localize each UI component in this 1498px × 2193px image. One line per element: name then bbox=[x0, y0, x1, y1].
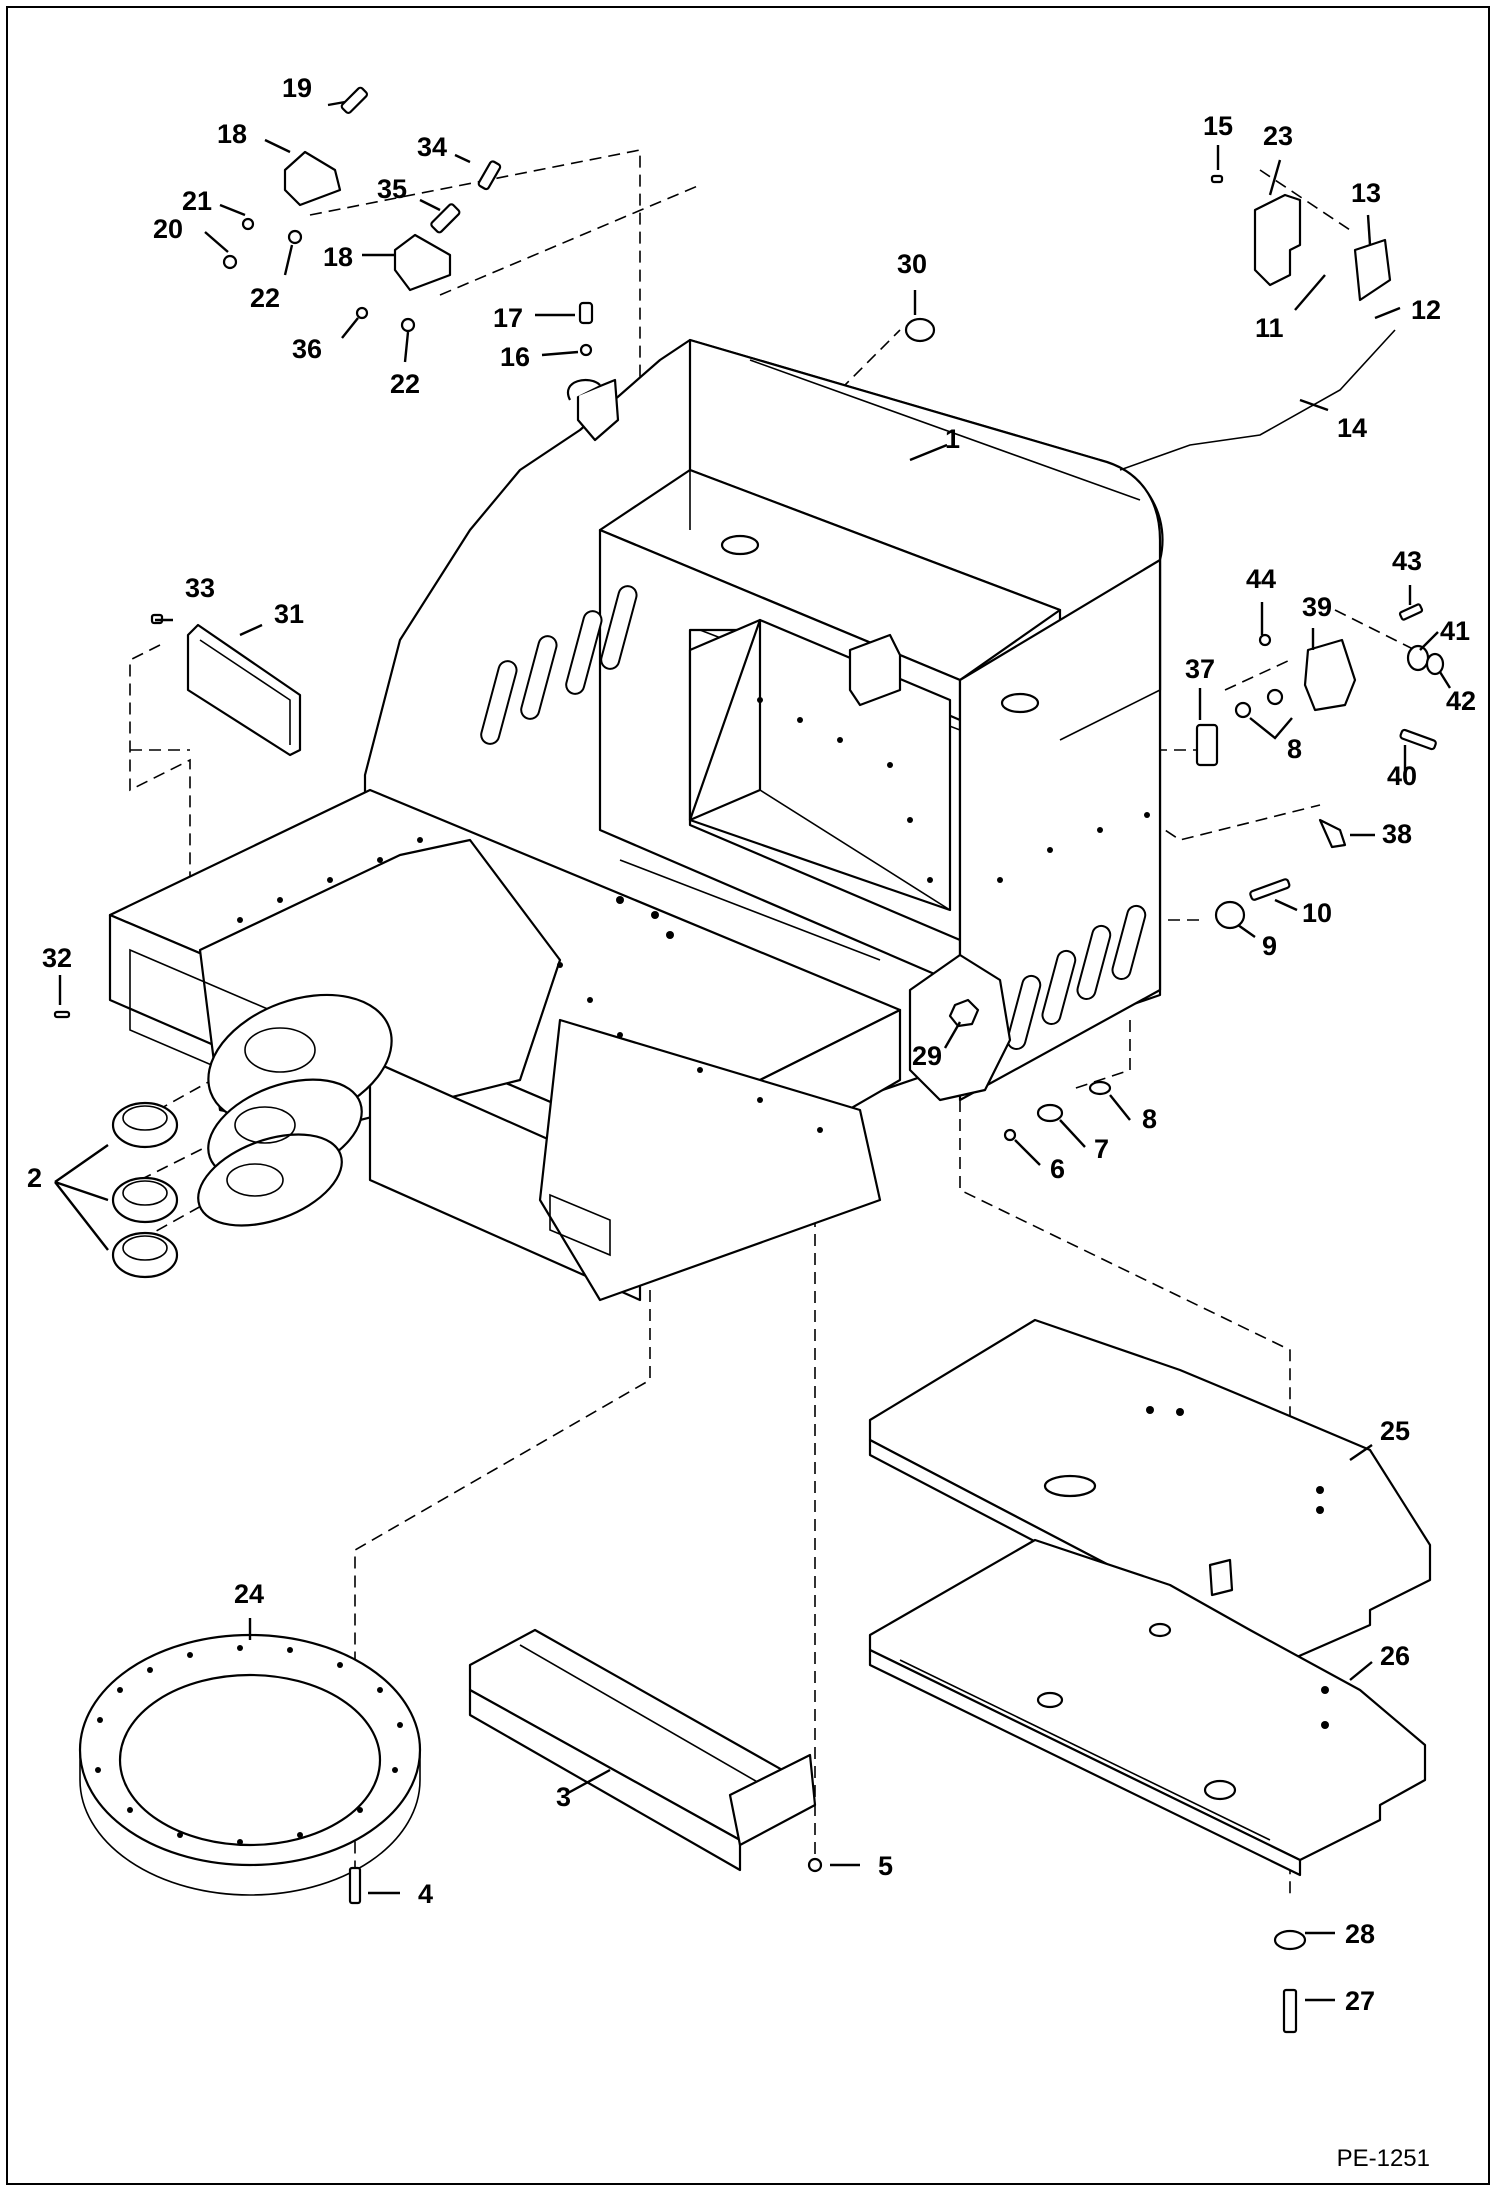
callout-8a: 8 bbox=[1287, 734, 1302, 764]
drawing-code: PE-1251 bbox=[1336, 2145, 1430, 2172]
callout-18: 18 bbox=[217, 119, 247, 149]
callout-34: 34 bbox=[417, 132, 447, 162]
callout-18b: 18 bbox=[323, 242, 353, 272]
belly-pans bbox=[868, 1318, 1432, 1877]
seal-rings bbox=[111, 1101, 179, 1279]
callout-30: 30 bbox=[897, 249, 927, 279]
callout-1: 1 bbox=[945, 424, 960, 454]
callout-31: 31 bbox=[274, 599, 304, 629]
callout-9: 9 bbox=[1262, 931, 1277, 961]
callout-36: 36 bbox=[292, 334, 322, 364]
callout-20: 20 bbox=[153, 214, 183, 244]
callout-3: 3 bbox=[556, 1782, 571, 1812]
callout-24: 24 bbox=[234, 1579, 264, 1609]
callout-35: 35 bbox=[377, 174, 407, 204]
callout-38: 38 bbox=[1382, 819, 1412, 849]
hardware-items bbox=[53, 86, 1445, 2034]
callout-7: 7 bbox=[1094, 1134, 1109, 1164]
callout-17: 17 bbox=[493, 303, 523, 333]
callout-22: 22 bbox=[250, 283, 280, 313]
callout-33: 33 bbox=[185, 573, 215, 603]
callout-41: 41 bbox=[1440, 616, 1470, 646]
callout-10: 10 bbox=[1302, 898, 1332, 928]
drawing-border bbox=[6, 6, 1490, 2185]
callout-16: 16 bbox=[500, 342, 530, 372]
callout-5: 5 bbox=[878, 1851, 893, 1881]
callout-29: 29 bbox=[912, 1041, 942, 1071]
callout-37: 37 bbox=[1185, 654, 1215, 684]
callout-44: 44 bbox=[1246, 564, 1276, 594]
callout-13: 13 bbox=[1351, 178, 1381, 208]
callout-39: 39 bbox=[1302, 592, 1332, 622]
frame-holes bbox=[237, 697, 1150, 1133]
callout-11: 11 bbox=[1255, 313, 1284, 343]
callout-numbers: 19 18 34 21 35 20 18 22 36 22 17 16 30 1… bbox=[27, 73, 1476, 2016]
callout-4: 4 bbox=[418, 1879, 433, 1909]
callout-32: 32 bbox=[42, 943, 72, 973]
callout-23: 23 bbox=[1263, 121, 1293, 151]
callout-8b: 8 bbox=[1142, 1104, 1157, 1134]
callout-28: 28 bbox=[1345, 1919, 1375, 1949]
callout-40: 40 bbox=[1387, 761, 1417, 791]
callout-leaders bbox=[54, 100, 1452, 2002]
callout-6: 6 bbox=[1050, 1154, 1065, 1184]
bearing-holes bbox=[95, 1645, 403, 1845]
callout-25: 25 bbox=[1380, 1416, 1410, 1446]
callout-26: 26 bbox=[1380, 1641, 1410, 1671]
callout-22b: 22 bbox=[390, 369, 420, 399]
callout-19: 19 bbox=[282, 73, 312, 103]
cross-member bbox=[468, 1628, 817, 1872]
upper-structure-frame bbox=[108, 338, 1164, 1302]
callout-21: 21 bbox=[182, 186, 212, 216]
callout-42: 42 bbox=[1446, 686, 1476, 716]
callout-43: 43 bbox=[1392, 546, 1422, 576]
callout-27: 27 bbox=[1345, 1986, 1375, 2016]
swing-bearing bbox=[78, 1633, 422, 1896]
callout-2: 2 bbox=[27, 1163, 42, 1193]
callout-12: 12 bbox=[1411, 295, 1441, 325]
callout-15: 15 bbox=[1203, 111, 1233, 141]
callout-14: 14 bbox=[1337, 413, 1367, 443]
